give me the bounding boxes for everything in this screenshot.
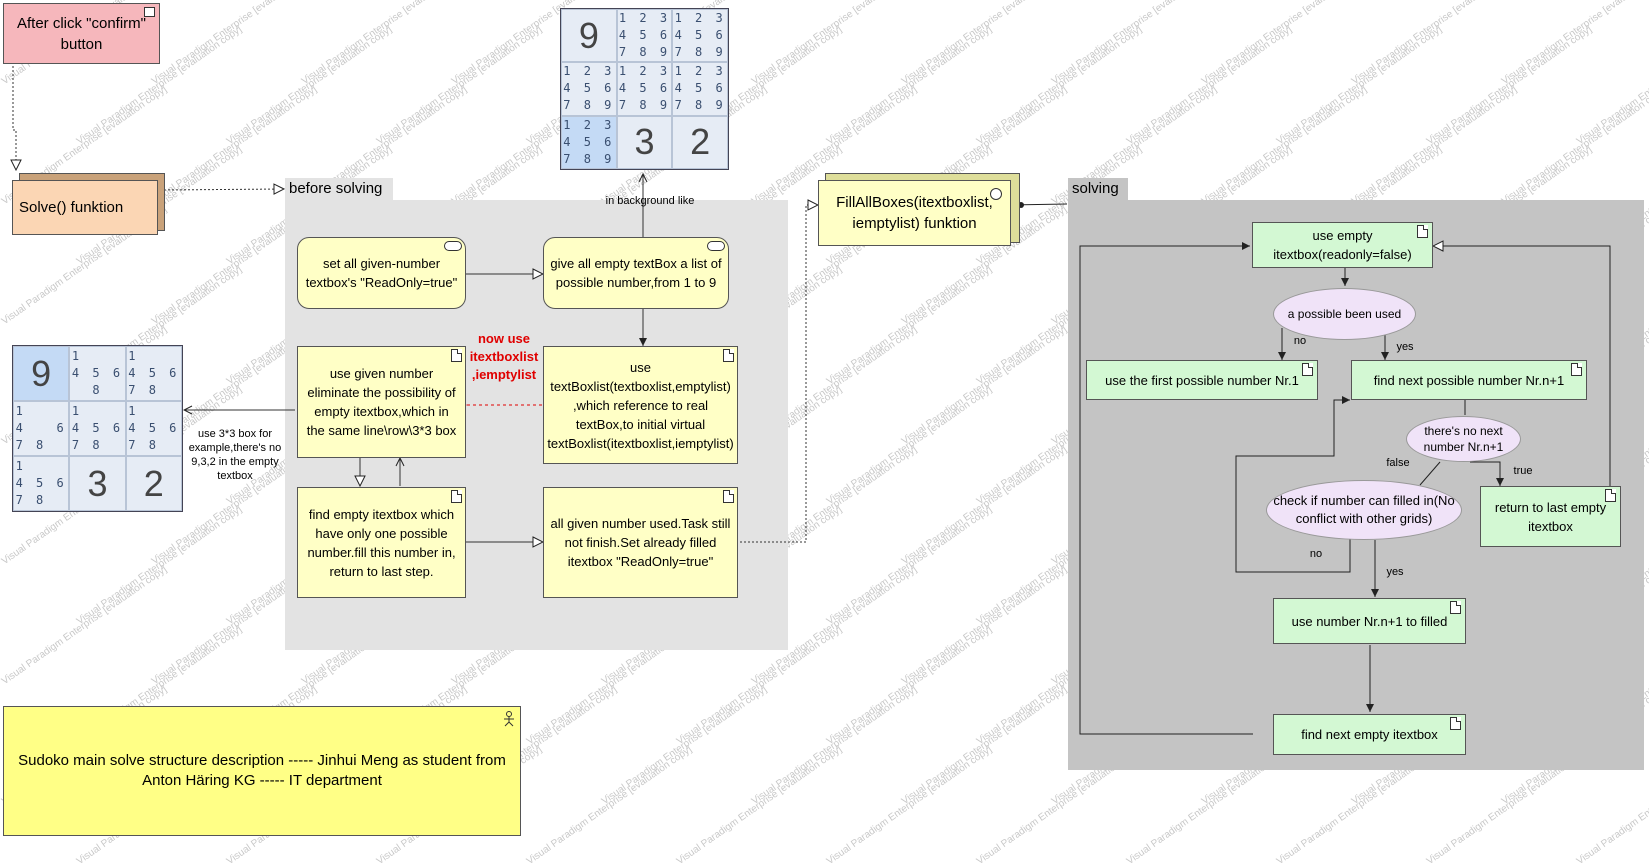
step-use-number: use number Nr.n+1 to filled (1273, 598, 1466, 644)
document-icon (723, 349, 734, 362)
sudoku-cell: 1 4 5 6 8 (69, 346, 126, 401)
step-all-used: all given number used.Task still not fin… (543, 487, 738, 598)
action-icon (707, 241, 725, 251)
document-icon (1450, 601, 1461, 614)
frame-icon (144, 7, 155, 17)
fill-all-boxes-node: FillAllBoxes(itextboxlist, iemptylist) f… (818, 180, 1011, 246)
step-eliminate: use given number eliminate the possibili… (297, 346, 466, 458)
document-icon (451, 349, 462, 362)
step-find-next-possible: find next possible number Nr.n+1 (1351, 360, 1587, 400)
label-yes-2: yes (1386, 566, 1404, 578)
action-icon (444, 241, 462, 251)
document-icon (1571, 363, 1582, 376)
footer-note: Sudoko main solve structure description … (3, 706, 521, 836)
step-set-readonly: set all given-number textbox's "ReadOnly… (297, 237, 466, 309)
label-true: true (1513, 465, 1533, 477)
document-icon (451, 490, 462, 503)
sudoku-cell: 1 4 5 6 7 8 (69, 401, 126, 456)
document-icon (1605, 489, 1616, 502)
step-use-textboxlist: use textBoxlist(textboxlist,emptylist) ,… (543, 346, 738, 464)
label-yes: yes (1396, 341, 1414, 353)
actor-icon (503, 711, 515, 727)
step-use-first: use the first possible number Nr.1 (1086, 360, 1318, 400)
solve-node: Solve() funktion (12, 180, 158, 235)
step-use-empty: use empty itextbox(readonly=false) (1252, 222, 1433, 268)
sudoku-cell: 9 (13, 346, 70, 401)
sudoku-cell: 1 4 5 6 7 8 (125, 401, 182, 456)
decision-check-fill: check if number can filled in(No conflic… (1266, 480, 1462, 540)
sudoku-cell: 3 (616, 115, 673, 169)
sudoku-cell: 1 2 3 4 5 6 7 8 9 (561, 62, 617, 116)
sudoku-cell: 9 (561, 9, 617, 63)
example-note: use 3*3 box for example,there's no 9,3,2… (188, 428, 282, 482)
sudoku-cell: 1 4 5 6 7 8 (125, 346, 182, 401)
sudoku-cell: 1 2 3 4 5 6 7 8 9 (561, 115, 617, 169)
label-no: no (1293, 335, 1307, 347)
sudoku-cell: 1 2 3 4 5 6 7 8 9 (616, 62, 673, 116)
component-icon (990, 188, 1002, 200)
now-use-label: now use itextboxlist ,iemptylist (469, 331, 539, 382)
step-give-list: give all empty textBox a list of possibl… (543, 237, 729, 309)
document-icon (1417, 225, 1428, 238)
label-false: false (1386, 457, 1410, 469)
step-return-last: return to last empty itextbox (1480, 486, 1621, 547)
sudoku-cell: 3 (69, 456, 126, 511)
decision-no-next: there's no next number Nr.n+1 (1406, 416, 1521, 462)
start-note: After click "confirm" button (3, 3, 160, 64)
before-solving-title: before solving (285, 178, 393, 200)
connector-layer (0, 62, 1611, 735)
in-background-label: in background like (605, 195, 695, 207)
sudoku-cell: 1 4 5 6 7 8 (13, 456, 70, 511)
decision-possible-used: a possible been used (1273, 288, 1416, 340)
sudoku-cell: 2 (125, 456, 182, 511)
step-find-only-one: find empty itextbox which have only one … (297, 487, 466, 598)
solving-title: solving (1068, 178, 1128, 200)
sudoku-cell: 1 4 6 7 8 (13, 401, 70, 456)
sudoku-cell: 1 2 3 4 5 6 7 8 9 (672, 62, 728, 116)
step-find-next-empty: find next empty itextbox (1273, 714, 1466, 755)
sudoku-cell: 1 2 3 4 5 6 7 8 9 (672, 9, 728, 63)
label-no-2: no (1309, 548, 1323, 560)
sudoku-cell: 1 2 3 4 5 6 7 8 9 (616, 9, 673, 63)
document-icon (1302, 363, 1313, 376)
sudoku-cell: 2 (672, 115, 728, 169)
document-icon (1450, 717, 1461, 730)
document-icon (723, 490, 734, 503)
